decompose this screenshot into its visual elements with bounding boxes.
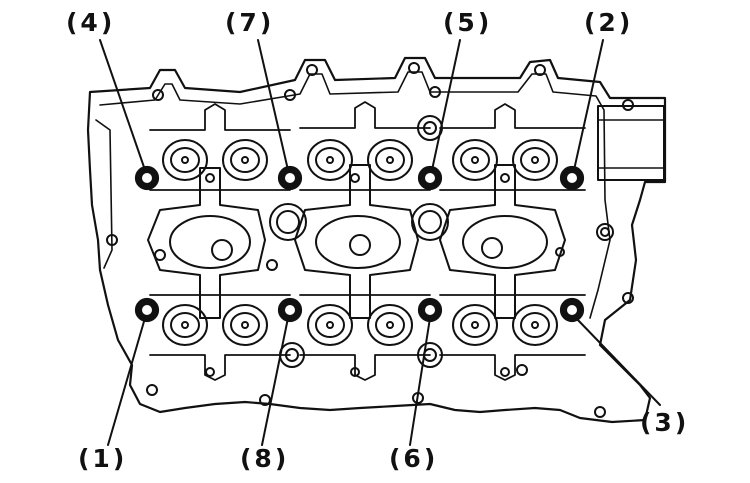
leader-5 (431, 39, 461, 171)
leader-2 (573, 39, 604, 171)
bolt-label-7: (7) (225, 8, 275, 37)
upper-valve-journals (162, 139, 558, 181)
bolt-label-5: (5) (443, 8, 493, 37)
bolt-label-1: (1) (78, 444, 128, 473)
leader-lines (99, 39, 661, 446)
bolt-4 (134, 165, 160, 191)
bolt-7 (277, 165, 303, 191)
leader-1 (107, 317, 146, 446)
bolt-2 (559, 165, 585, 191)
bolt-5 (417, 165, 443, 191)
right-end-boss (597, 105, 665, 181)
bolt-label-2: (2) (584, 8, 634, 37)
bolt-8 (277, 297, 303, 323)
bolt-3 (559, 297, 585, 323)
leader-3 (575, 317, 661, 406)
spark-plug-bosses (147, 164, 566, 319)
bolt-1 (134, 297, 160, 323)
bolt-label-3: (3) (640, 408, 690, 437)
lower-valve-journals (162, 304, 558, 346)
lower-bearing-saddles (149, 294, 586, 381)
bolt-label-6: (6) (389, 444, 439, 473)
leader-4 (99, 39, 146, 171)
leader-7 (257, 39, 289, 171)
upper-bearing-saddles (149, 101, 586, 191)
bolt-label-8: (8) (240, 444, 290, 473)
leader-8 (261, 317, 289, 446)
bolt-label-4: (4) (66, 8, 116, 37)
head-casting-outline (86, 56, 667, 424)
casting-holes (106, 62, 634, 418)
leader-6 (409, 317, 431, 446)
head-bolts (134, 165, 585, 323)
